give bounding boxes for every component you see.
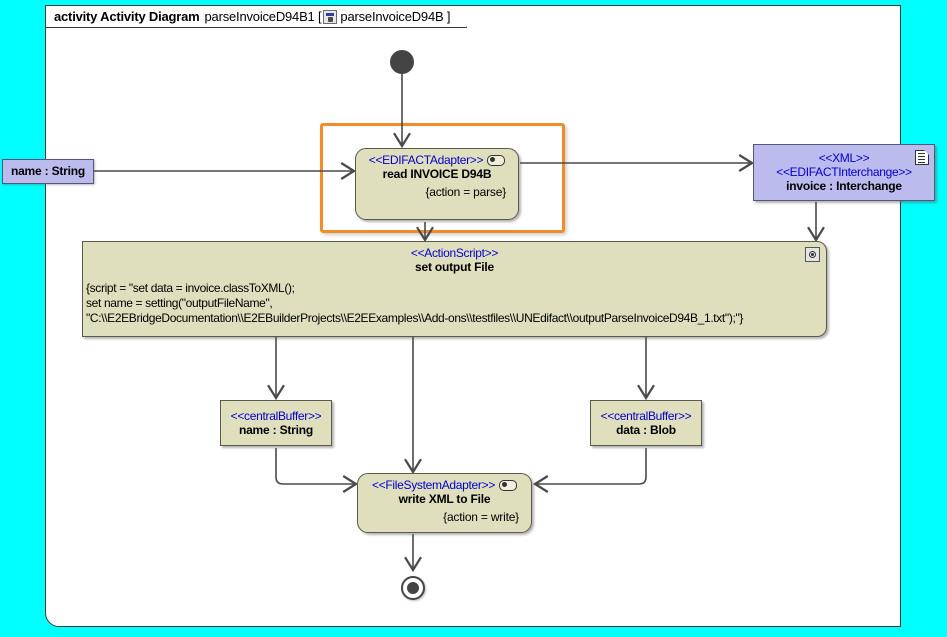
activity-diagram-icon: [323, 10, 337, 24]
action-write-name: write XML to File: [398, 492, 491, 506]
action-write-stereotype: <<FileSystemAdapter>>: [371, 478, 496, 492]
action-set-output-file[interactable]: <<ActionScript>> set output File {script…: [82, 241, 827, 337]
adapter-pin-icon: [487, 154, 506, 166]
input-pin-label: name : String: [10, 164, 86, 178]
object-node-invoice[interactable]: <<XML>> <<EDIFACTInterchange>> invoice :…: [753, 144, 935, 201]
central-buffer-data-blob[interactable]: <<centralBuffer>> data : Blob: [590, 400, 702, 446]
selection-highlight[interactable]: [320, 123, 565, 233]
action-read-stereotype: <<EDIFACTAdapter>>: [368, 153, 484, 167]
frame-label-ref: parseInvoiceD94B ]: [340, 9, 451, 24]
action-write-constraint: {action = write}: [443, 510, 519, 524]
script-line-2: set name = setting("outputFileName",: [86, 296, 273, 310]
script-stereotype: <<ActionScript>>: [410, 246, 499, 260]
action-read-name: read INVOICE D94B: [382, 167, 492, 181]
script-settings-icon[interactable]: [805, 247, 820, 262]
object-invoice-name: invoice : Interchange: [786, 179, 902, 193]
action-write-xml-to-file[interactable]: <<FileSystemAdapter>> write XML to File …: [357, 473, 532, 533]
central-buffer-name-string[interactable]: <<centralBuffer>> name : String: [220, 400, 332, 446]
script-name: set output File: [415, 260, 494, 274]
input-pin-name-string[interactable]: name : String: [2, 159, 94, 184]
action-read-constraint: {action = parse}: [425, 185, 506, 199]
script-line-3: "C:\\E2EBridgeDocumentation\\E2EBuilderP…: [86, 311, 744, 325]
buffer-name-label: name : String: [238, 422, 314, 437]
buffer-data-stereotype: <<centralBuffer>>: [600, 408, 692, 423]
frame-label-name: parseInvoiceD94B1 [: [204, 9, 322, 24]
document-icon: [915, 150, 929, 165]
initial-node[interactable]: [390, 50, 414, 74]
object-invoice-stereotype-xml: <<XML>>: [818, 151, 870, 165]
activity-final-node[interactable]: [401, 576, 425, 600]
adapter-pin-icon: [499, 479, 518, 491]
script-line-1: {script = "set data = invoice.classToXML…: [86, 281, 295, 295]
object-invoice-stereotype-interchange: <<EDIFACTInterchange>>: [776, 165, 912, 179]
action-read-invoice[interactable]: <<EDIFACTAdapter>> read INVOICE D94B {ac…: [355, 148, 519, 220]
frame-label-kind: activity Activity Diagram: [54, 9, 200, 24]
diagram-frame-header: activity Activity Diagram parseInvoiceD9…: [45, 5, 467, 28]
buffer-data-label: data : Blob: [616, 422, 676, 437]
buffer-name-stereotype: <<centralBuffer>>: [230, 408, 322, 423]
